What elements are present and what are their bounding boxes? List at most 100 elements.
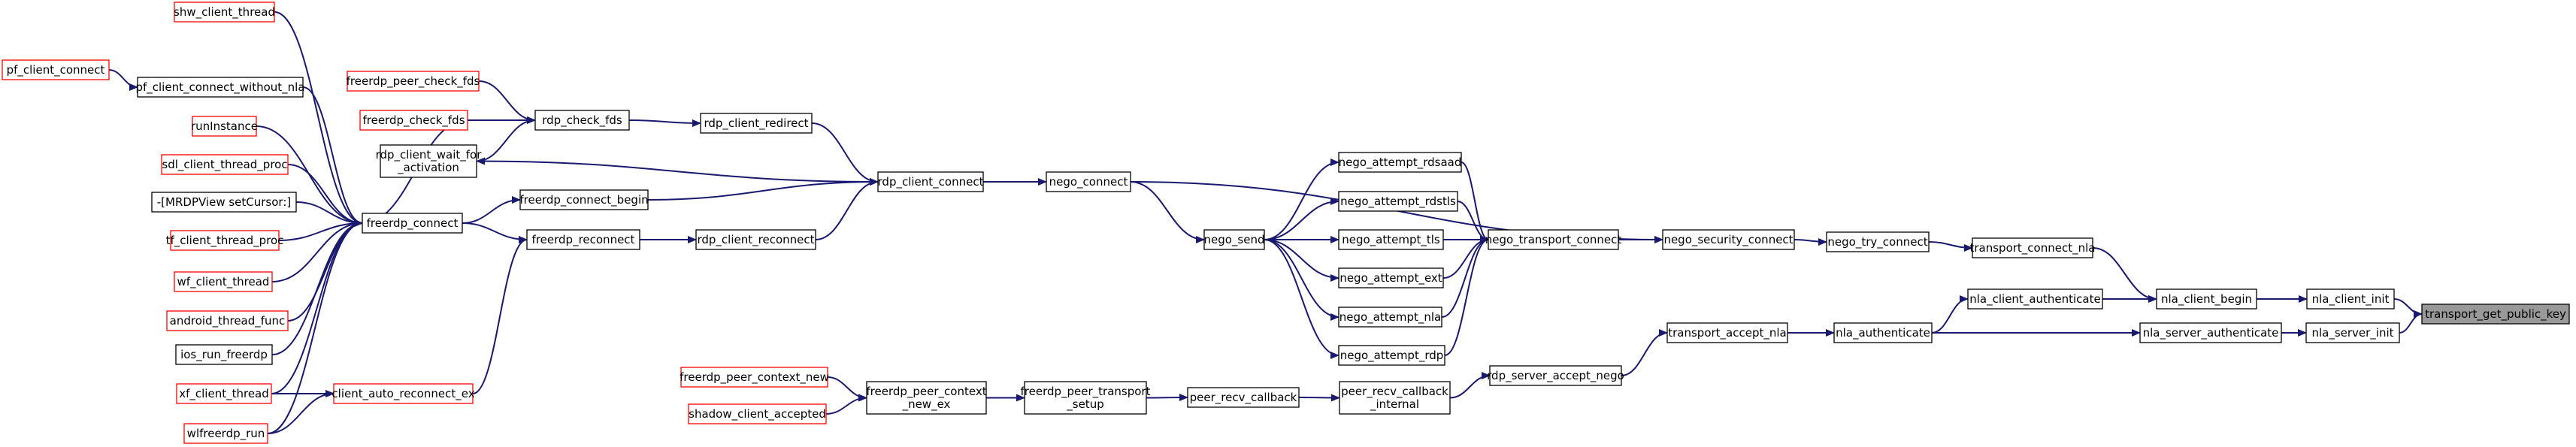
node-box	[2305, 322, 2400, 343]
node-label: nego_transport_connect	[1485, 233, 1622, 247]
edge-wlfreerdp-run-to-freerdp-connect	[267, 219, 363, 434]
node-label: nla_server_authenticate	[2143, 326, 2279, 340]
node-box	[2, 59, 110, 80]
node-nego-attempt-tls[interactable]: nego_attempt_tls	[1338, 229, 1444, 250]
node-box	[526, 229, 640, 250]
node-label: client_auto_reconnect_ex	[331, 387, 474, 401]
node-nla-server-authenticate[interactable]: nla_server_authenticate	[2139, 322, 2282, 343]
edge-group	[2399, 310, 2423, 334]
node-box	[174, 2, 275, 23]
edge-sdl-client-thread-proc-to-freerdp-connect	[287, 164, 363, 227]
node-nego-connect[interactable]: nego_connect	[1046, 171, 1131, 192]
node-box	[1338, 229, 1444, 250]
node-nego-attempt-nla[interactable]: nego_attempt_nla	[1338, 307, 1442, 328]
node-label: nego_attempt_rdsaad	[1339, 156, 1462, 170]
node-sdl-client-thread-proc[interactable]: sdl_client_thread_proc	[161, 154, 289, 175]
node-box	[2306, 288, 2395, 310]
edge-rdp-check-fds-to-rdp-client-redirect	[628, 119, 701, 127]
node-android-thread-func[interactable]: android_thread_func	[166, 310, 289, 331]
node-runinstance[interactable]: runInstance	[191, 116, 258, 137]
edge-group	[278, 219, 363, 241]
node-label: nego_attempt_ext	[1339, 271, 1442, 285]
node-label: rdp_client_wait_for	[376, 148, 483, 162]
node-label: nego_send	[1203, 233, 1264, 247]
node-freerdp-peer-context-new[interactable]: freerdp_peer_context_new	[680, 367, 829, 388]
edge-nego-send-to-nego-attempt-rdsaad	[1264, 159, 1339, 240]
node-nego-try-connect[interactable]: nego_try_connect	[1826, 231, 1930, 252]
node-nego-attempt-rdp[interactable]: nego_attempt_rdp	[1338, 345, 1445, 366]
edge-layer	[108, 11, 2423, 434]
node-freerdp-connect-begin[interactable]: freerdp_connect_begin	[519, 189, 649, 210]
node-xf-client-thread[interactable]: xf_client_thread	[176, 383, 272, 404]
node-nla-client-begin[interactable]: nla_client_begin	[2156, 288, 2257, 310]
node-nla-client-authenticate[interactable]: nla_client_authenticate	[1967, 288, 2103, 310]
node-rdp-check-fds[interactable]: rdp_check_fds	[534, 110, 630, 131]
node-rdp-client-connect[interactable]: rdp_client_connect	[877, 171, 984, 192]
node-box	[1203, 229, 1265, 250]
node-shw-client-thread[interactable]: shw_client_thread	[174, 2, 275, 23]
node-nego-attempt-ext[interactable]: nego_attempt_ext	[1338, 267, 1444, 288]
edge-shw-client-thread-to-freerdp-connect	[274, 11, 363, 227]
edge-group	[274, 11, 363, 227]
node-rdp-client-redirect[interactable]: rdp_client_redirect	[700, 113, 813, 134]
node-rdp-client-wait-for-activation[interactable]: rdp_client_wait_for_activation	[376, 144, 483, 178]
node-label: nla_client_begin	[2161, 292, 2252, 307]
node-freerdp-reconnect[interactable]: freerdp_reconnect	[526, 229, 640, 250]
node-box	[866, 381, 987, 415]
node-label: rdp_client_reconnect	[697, 233, 814, 247]
node-rdp-server-accept-nego[interactable]: rdp_server_accept_nego	[1487, 365, 1624, 386]
node-nla-client-init[interactable]: nla_client_init	[2306, 288, 2395, 310]
node-pf-client-connect-without-nla[interactable]: pf_client_connect_without_nla	[135, 77, 305, 98]
node-nego-attempt-rdstls[interactable]: nego_attempt_rdstls	[1338, 191, 1458, 212]
node-transport-accept-nla[interactable]: transport_accept_nla	[1666, 322, 1788, 343]
edge-xf-client-thread-to-freerdp-connect	[271, 219, 363, 394]
edge-peer-recv-callback-to-peer-recv-callback-internal	[1298, 394, 1340, 402]
edge-wlfreerdp-run-to-client-auto-reconnect-ex	[267, 390, 334, 434]
node-client-auto-reconnect-ex[interactable]: client_auto_reconnect_ex	[331, 383, 475, 404]
node-label: nego_attempt_rdp	[1340, 349, 1444, 363]
edge-group	[647, 178, 879, 201]
node-nego-send[interactable]: nego_send	[1203, 229, 1265, 250]
node-box	[192, 116, 257, 137]
node-label: nla_server_init	[2311, 326, 2393, 340]
node-label: _activation	[397, 161, 459, 175]
node-peer-recv-callback-internal[interactable]: peer_recv_callback_internal	[1339, 381, 1451, 415]
node-label: nla_client_init	[2312, 292, 2390, 307]
node-peer-recv-callback[interactable]: peer_recv_callback	[1187, 387, 1300, 408]
edge-group	[811, 122, 879, 186]
node-nego-security-connect[interactable]: nego_security_connect	[1662, 229, 1795, 250]
edge-nego-send-to-nego-attempt-ext	[1264, 239, 1339, 282]
node-box	[1972, 237, 2093, 258]
edge-group	[476, 119, 536, 165]
node-pf-client-connect[interactable]: pf_client_connect	[2, 59, 110, 80]
node-tf-client-thread-proc[interactable]: tf_client_thread_proc	[166, 230, 284, 251]
node-freerdp-peer-context-new-ex[interactable]: freerdp_peer_context_new_ex	[866, 381, 987, 415]
node-box	[166, 310, 289, 331]
node-label: sdl_client_thread_proc	[162, 158, 287, 172]
node-ios-run-freerdp[interactable]: ios_run_freerdp	[175, 344, 273, 365]
node-rdp-client-reconnect[interactable]: rdp_client_reconnect	[695, 229, 816, 250]
node-label: freerdp_check_fds	[362, 113, 465, 128]
node-nego-transport-connect[interactable]: nego_transport_connect	[1485, 229, 1622, 250]
edge-group	[815, 178, 879, 240]
node-box	[161, 154, 289, 175]
node-mrdpview-setcursor[interactable]: -[MRDPView setCursor:]	[151, 192, 297, 213]
node-freerdp-check-fds[interactable]: freerdp_check_fds	[359, 110, 468, 131]
node-nla-authenticate[interactable]: nla_authenticate	[1833, 322, 1933, 343]
node-freerdp-connect[interactable]: freerdp_connect	[362, 213, 463, 234]
node-wlfreerdp-run[interactable]: wlfreerdp_run	[183, 423, 268, 444]
node-box	[695, 229, 816, 250]
node-transport-connect-nla[interactable]: transport_connect_nla	[1970, 237, 2096, 258]
edge-rdp-client-redirect-to-rdp-client-connect	[811, 122, 879, 186]
node-nego-attempt-rdsaad[interactable]: nego_attempt_rdsaad	[1338, 152, 1462, 173]
node-shadow-client-accepted[interactable]: shadow_client_accepted	[688, 403, 827, 424]
node-freerdp-peer-transport-setup[interactable]: freerdp_peer_transport_setup	[1021, 381, 1151, 415]
node-box	[1338, 345, 1445, 366]
edge-group	[1130, 181, 1205, 243]
node-nla-server-init[interactable]: nla_server_init	[2305, 322, 2400, 343]
edge-nla-server-init-to-transport-get-public-key	[2399, 310, 2423, 334]
node-box	[183, 423, 268, 444]
node-freerdp-peer-check-fds[interactable]: freerdp_peer_check_fds	[347, 71, 480, 92]
node-wf-client-thread[interactable]: wf_client_thread	[174, 271, 273, 292]
